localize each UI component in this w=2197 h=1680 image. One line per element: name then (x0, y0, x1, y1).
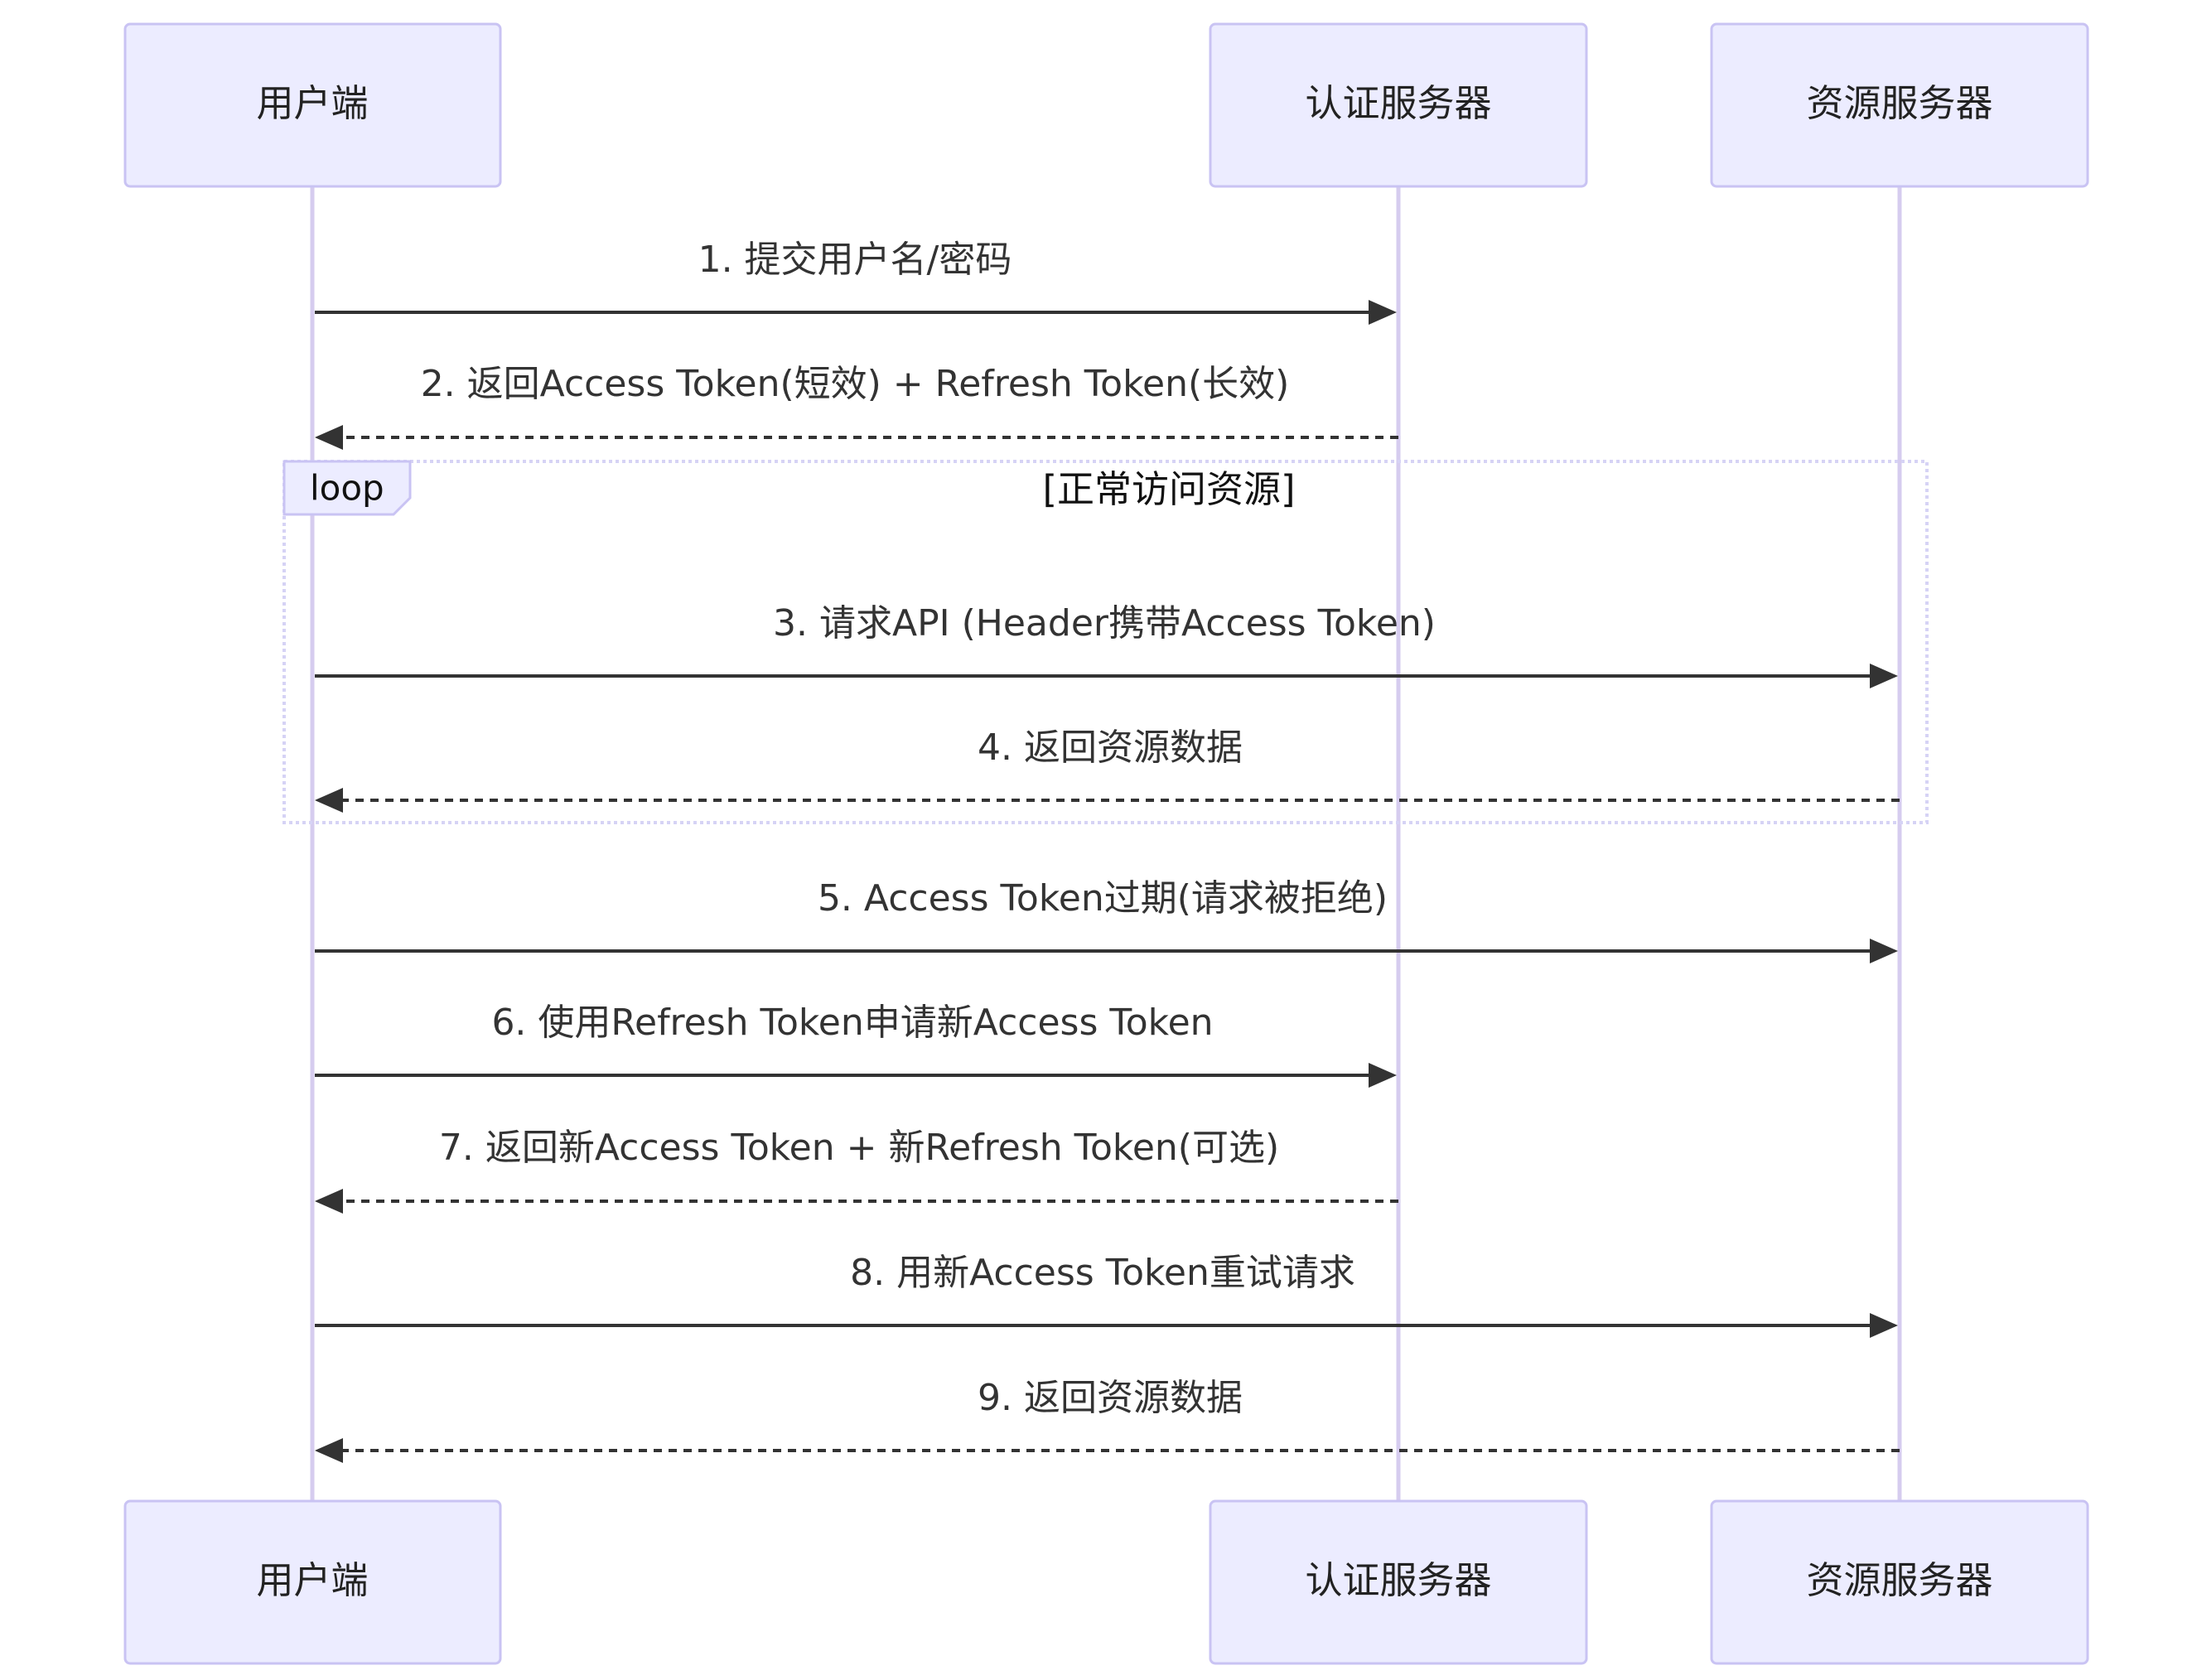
loop-tab (282, 460, 412, 516)
actor-bottom-resource: 资源服务器 (1710, 1499, 2089, 1665)
message-label: 3. 请求API (Header携带Access Token) (773, 602, 1436, 644)
arrowhead-left (315, 1189, 343, 1214)
actor-label: 用户端 (256, 81, 368, 125)
actor-top-client: 用户端 (123, 22, 502, 188)
message-3: 3. 请求API (Header携带Access Token) (315, 602, 1898, 688)
actor-label: 认证服务器 (1305, 1558, 1491, 1602)
message-label: 4. 返回资源数据 (978, 727, 1243, 769)
message-5: 5. Access Token过期(请求被拒绝) (315, 877, 1898, 963)
actor-bottom-client: 用户端 (123, 1499, 502, 1665)
arrowhead-right (1870, 1313, 1898, 1338)
message-label: 1. 提交用户名/密码 (698, 239, 1012, 281)
actor-label: 用户端 (256, 1558, 368, 1602)
message-label: 9. 返回资源数据 (978, 1377, 1243, 1419)
message-2: 2. 返回Access Token(短效) + Refresh Token(长效… (315, 363, 1398, 450)
message-4: 4. 返回资源数据 (315, 727, 1900, 813)
message-label: 8. 用新Access Token重试请求 (850, 1252, 1355, 1294)
actor-top-auth: 认证服务器 (1209, 22, 1588, 188)
message-8: 8. 用新Access Token重试请求 (315, 1252, 1898, 1338)
arrowhead-left (315, 1438, 343, 1463)
arrowhead-right (1369, 300, 1397, 325)
message-7: 7. 返回新Access Token + 新Refresh Token(可选) (315, 1127, 1398, 1214)
message-label: 2. 返回Access Token(短效) + Refresh Token(长效… (421, 363, 1290, 405)
loop-border (282, 460, 1929, 824)
message-9: 9. 返回资源数据 (315, 1377, 1900, 1463)
actor-bottom-auth: 认证服务器 (1209, 1499, 1588, 1665)
loop-frame: loop [正常访问资源] (282, 460, 1929, 824)
arrowhead-right (1870, 664, 1898, 688)
message-label: 6. 使用Refresh Token申请新Access Token (491, 1002, 1213, 1044)
arrowhead-left (315, 788, 343, 813)
actor-label: 资源服务器 (1806, 1558, 1992, 1602)
arrowhead-right (1369, 1063, 1397, 1088)
arrowhead-left (315, 425, 343, 450)
message-6: 6. 使用Refresh Token申请新Access Token (315, 1002, 1397, 1088)
message-label: 5. Access Token过期(请求被拒绝) (818, 877, 1388, 920)
message-1: 1. 提交用户名/密码 (315, 239, 1397, 325)
actor-label: 资源服务器 (1806, 81, 1992, 125)
actor-top-resource: 资源服务器 (1710, 22, 2089, 188)
message-label: 7. 返回新Access Token + 新Refresh Token(可选) (439, 1127, 1279, 1169)
loop-condition: [正常访问资源] (1042, 467, 1295, 511)
actor-label: 认证服务器 (1305, 81, 1491, 125)
loop-label: loop (310, 468, 384, 509)
arrowhead-right (1870, 939, 1898, 963)
